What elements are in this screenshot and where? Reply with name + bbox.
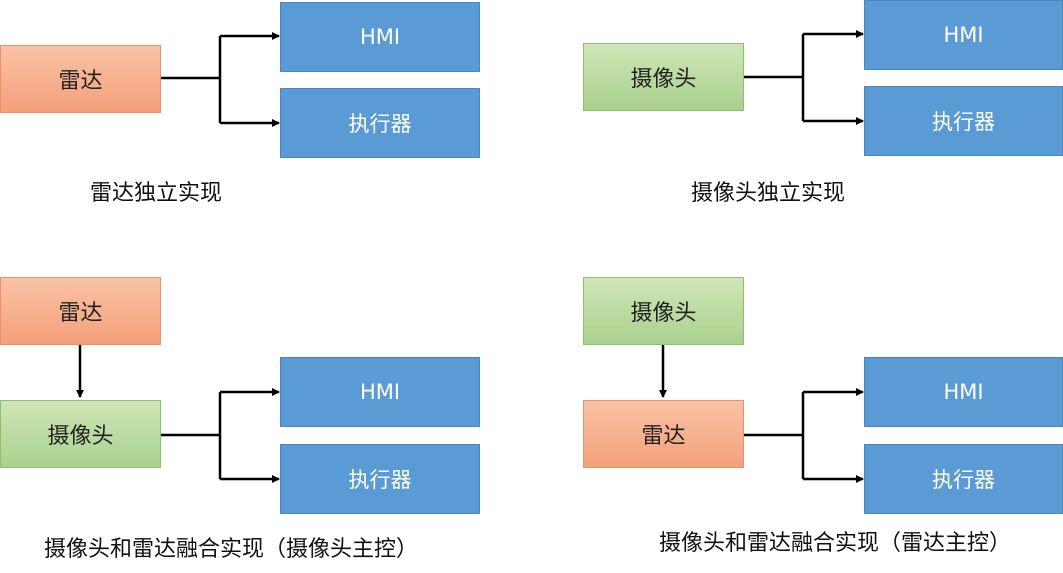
p1-actuator-box: 执行器 bbox=[280, 88, 480, 158]
p2-actuator-box: 执行器 bbox=[864, 86, 1063, 156]
p2-hmi-box: HMI bbox=[864, 0, 1063, 70]
p1-caption: 雷达独立实现 bbox=[90, 181, 223, 206]
p4-actuator-box: 执行器 bbox=[864, 444, 1063, 514]
p1-radar-box: 雷达 bbox=[0, 45, 161, 113]
p3-hmi-box: HMI bbox=[280, 357, 480, 427]
p3-camera-box: 摄像头 bbox=[0, 400, 161, 468]
p2-caption: 摄像头独立实现 bbox=[691, 181, 846, 206]
p3-actuator-box: 执行器 bbox=[280, 444, 480, 514]
p4-camera-box: 摄像头 bbox=[583, 277, 744, 345]
p2-camera-box: 摄像头 bbox=[583, 43, 744, 111]
p3-radar-box: 雷达 bbox=[0, 277, 161, 345]
p1-hmi-box: HMI bbox=[280, 2, 480, 72]
p4-hmi-box: HMI bbox=[864, 357, 1063, 427]
p3-caption: 摄像头和雷达融合实现（摄像头主控） bbox=[44, 537, 419, 562]
p4-radar-box: 雷达 bbox=[583, 400, 744, 468]
p4-caption: 摄像头和雷达融合实现（雷达主控） bbox=[659, 531, 1012, 556]
